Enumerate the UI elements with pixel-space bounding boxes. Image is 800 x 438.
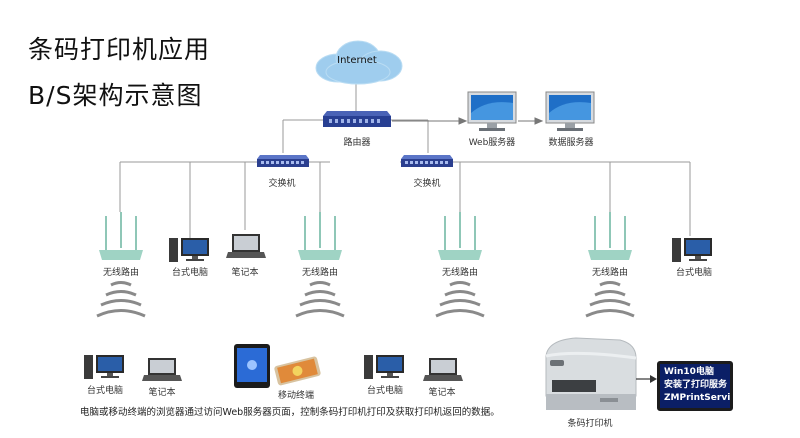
internet-label: Internet [337, 55, 377, 66]
desktop-pc-icon [169, 238, 209, 262]
printer-label: 条码打印机 [567, 419, 613, 429]
switch-label: 交换机 [413, 179, 441, 189]
diagram-title-line2: B/S架构示意图 [28, 81, 203, 110]
wireless-router-icon [585, 212, 635, 318]
desktop-label: 台式电脑 [366, 386, 404, 396]
diagram-caption: 电脑或移动终端的浏览器通过访问Web服务器页面，控制条码打印机打印及获取打印机返… [80, 407, 500, 418]
desktop-pc-icon [84, 355, 124, 379]
wireless-router-icon [295, 212, 345, 318]
switch-icon [257, 155, 309, 167]
print-service-panel: Win10电脑 安装了打印服务 ZMPrintService [657, 361, 733, 411]
data-server-monitor-icon [545, 91, 595, 131]
laptop-icon [423, 358, 463, 381]
switch-icon [401, 155, 453, 167]
internet-cloud-icon [315, 40, 403, 85]
data-server-label: 数据服务器 [548, 138, 594, 148]
laptop-label: 笔记本 [148, 388, 176, 398]
arrow-icon [636, 375, 657, 383]
wireless-router-icon [96, 212, 146, 318]
wireless-router-label: 无线路由 [591, 268, 629, 278]
desktop-label: 台式电脑 [675, 268, 713, 278]
diagram-title-line1: 条码打印机应用 [28, 35, 211, 64]
laptop-label: 笔记本 [428, 388, 456, 398]
desktop-label: 台式电脑 [171, 268, 209, 278]
panel-line-2: 安装了打印服务 [664, 380, 728, 390]
mobile-label: 移动终端 [277, 391, 315, 401]
panel-line-3: ZMPrintService [664, 393, 731, 403]
desktop-pc-icon [672, 238, 712, 262]
wireless-router-icon [435, 212, 485, 318]
panel-line-1: Win10电脑 [664, 367, 714, 377]
wireless-router-label: 无线路由 [301, 268, 339, 278]
router-label: 路由器 [343, 138, 371, 148]
desktop-label: 台式电脑 [86, 386, 124, 396]
web-server-label: Web服务器 [468, 138, 516, 148]
router-icon [323, 111, 391, 127]
desktop-pc-icon [364, 355, 404, 379]
laptop-label: 笔记本 [231, 268, 259, 278]
barcode-printer-icon [545, 337, 637, 410]
wireless-router-label: 无线路由 [441, 268, 479, 278]
switch-label: 交换机 [268, 179, 296, 189]
laptop-icon [226, 234, 266, 258]
web-server-monitor-icon [467, 91, 517, 131]
laptop-icon [142, 358, 182, 381]
wireless-router-label: 无线路由 [102, 268, 140, 278]
mobile-terminal-icon [234, 344, 321, 388]
